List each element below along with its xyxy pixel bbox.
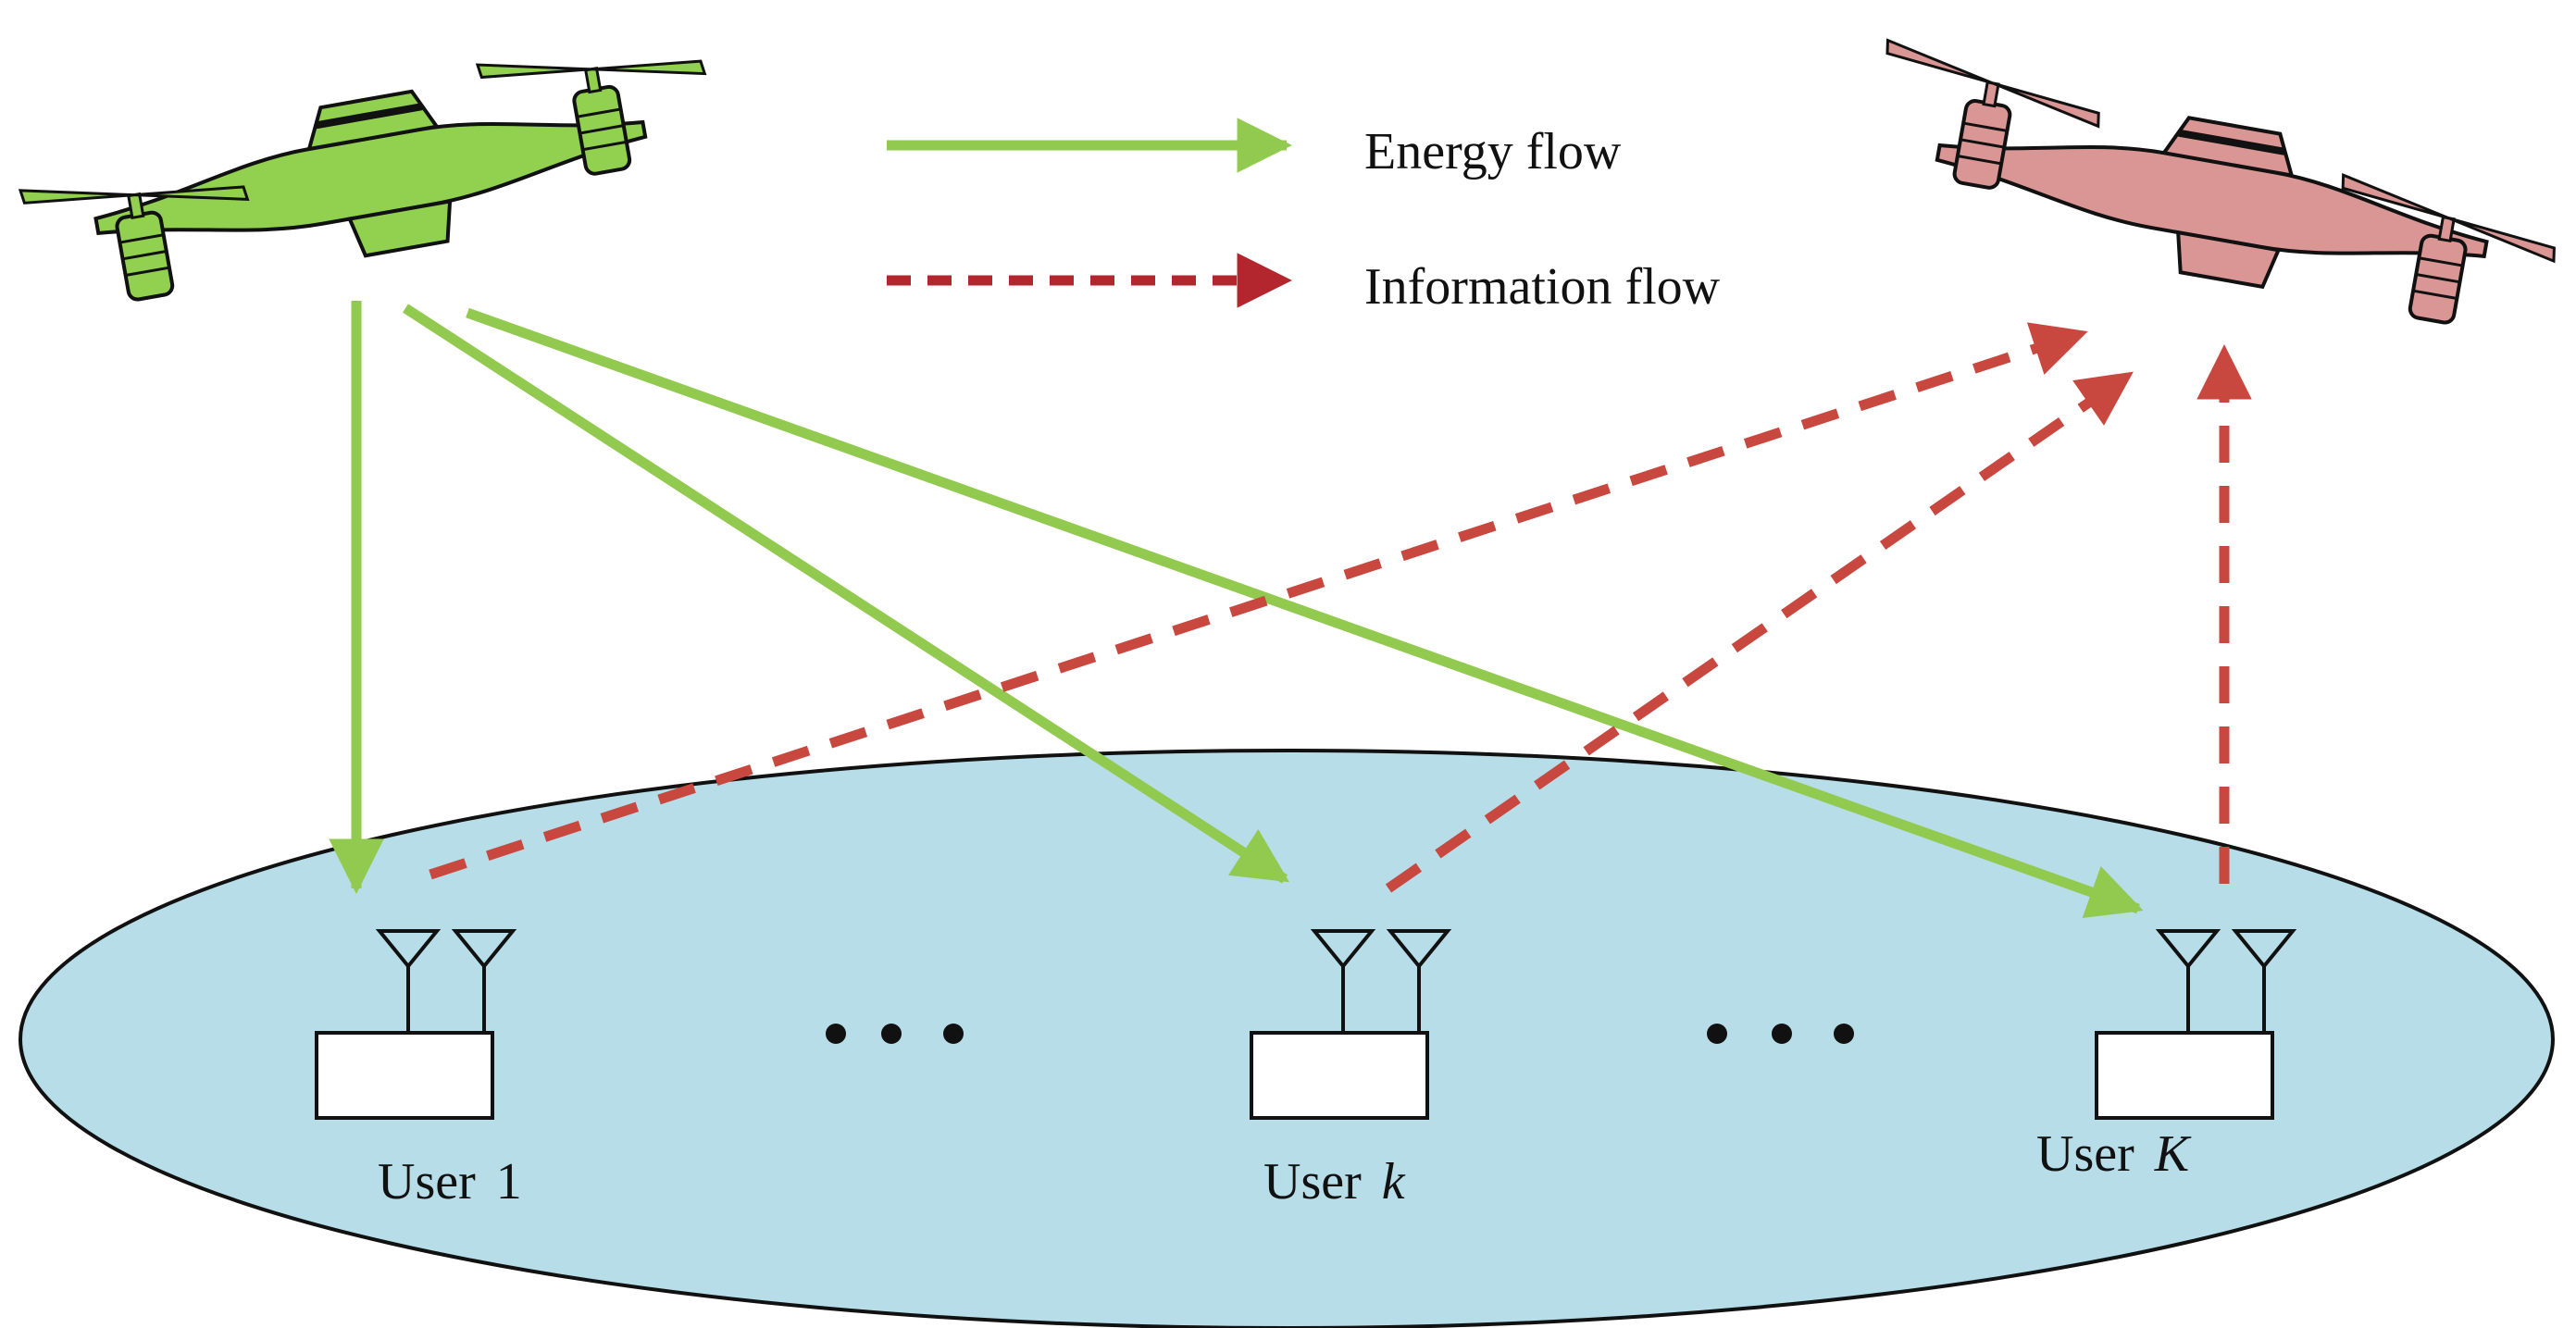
energy-arrow-user-K [466,307,2144,919]
legend-energy-label: Energy flow [1364,123,1622,180]
info-arrow-user-1 [429,322,2088,880]
info-arrow-user-k [1385,370,2134,893]
ellipsis-icon-right [1707,1024,1854,1044]
ellipsis-icon-left [826,1024,964,1044]
energy-arrow-user-k [403,304,1289,884]
info-uav-drone-icon [1863,38,2564,341]
legend-information-label: Information flow [1364,258,1721,316]
energy-uav-drone-icon [19,24,721,318]
